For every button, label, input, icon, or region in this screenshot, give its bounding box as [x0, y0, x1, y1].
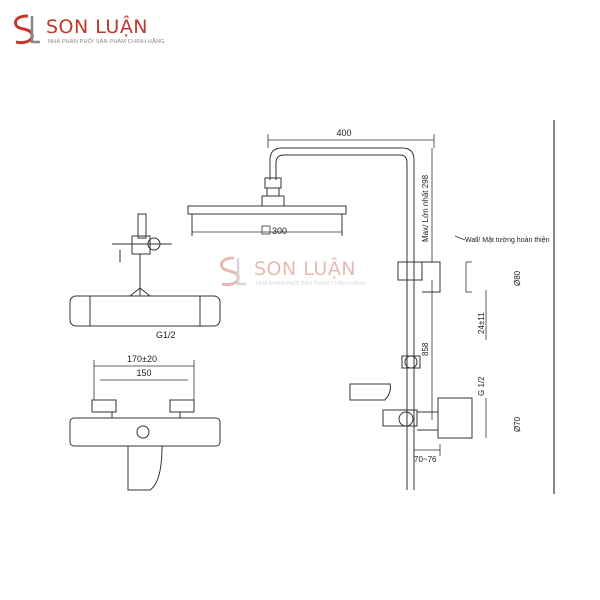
shower-head [187, 205, 347, 215]
dim-24-label: 24±11 [477, 312, 486, 334]
sl-monogram-icon [14, 14, 40, 45]
dim-top-width [267, 134, 435, 148]
dim-150-label: 150 [136, 368, 151, 378]
brand-name: SON LUẬN [46, 16, 149, 38]
dim-70-76-label: 70~76 [414, 455, 437, 464]
mixer-spout-front [127, 445, 163, 491]
watermark-name: SON LUẬN [254, 258, 357, 280]
brand-tagline: NHÀ PHÂN PHỐI SẢN PHẨM CHÍNH HÃNG [48, 39, 165, 45]
sl-monogram-icon [220, 256, 246, 287]
dim-170-label: 170±20 [127, 354, 157, 364]
brand-logo: SON LUẬN NHÀ PHÂN PHỐI SẢN PHẨM CHÍNH HÃ… [8, 12, 208, 52]
wall-bracket [397, 261, 423, 281]
shower-column [187, 147, 473, 490]
dim-thread-left-label: G1/2 [156, 330, 176, 340]
dim-max-label: Max/ Lớn nhất 298 [421, 174, 430, 242]
mixer-body-side [69, 295, 221, 327]
dim-858-label: 858 [421, 342, 430, 356]
mixer-side-view [69, 213, 221, 327]
dim-400-label: 400 [336, 128, 351, 138]
watermark: SON LUẬN NHÀ PHÂN PHỐI SẢN PHẨM CHÍNH HÃ… [212, 254, 412, 294]
mixer-front-view [69, 360, 221, 491]
dim-thread-right-label: G 1/2 [477, 376, 486, 396]
dim-300-label: 300 [272, 226, 287, 236]
watermark-tagline: NHÀ PHÂN PHỐI SẢN PHẨM CHÍNH HÃNG [256, 281, 367, 287]
tub-spout [349, 383, 391, 401]
wall-mount [437, 397, 473, 439]
dim-d70-label: Ø70 [513, 416, 522, 432]
wall-label: Wall/ Mặt tường hoàn thiện [465, 237, 550, 244]
mixer-body-front [69, 417, 221, 447]
dim-d80-label: Ø80 [513, 270, 522, 286]
